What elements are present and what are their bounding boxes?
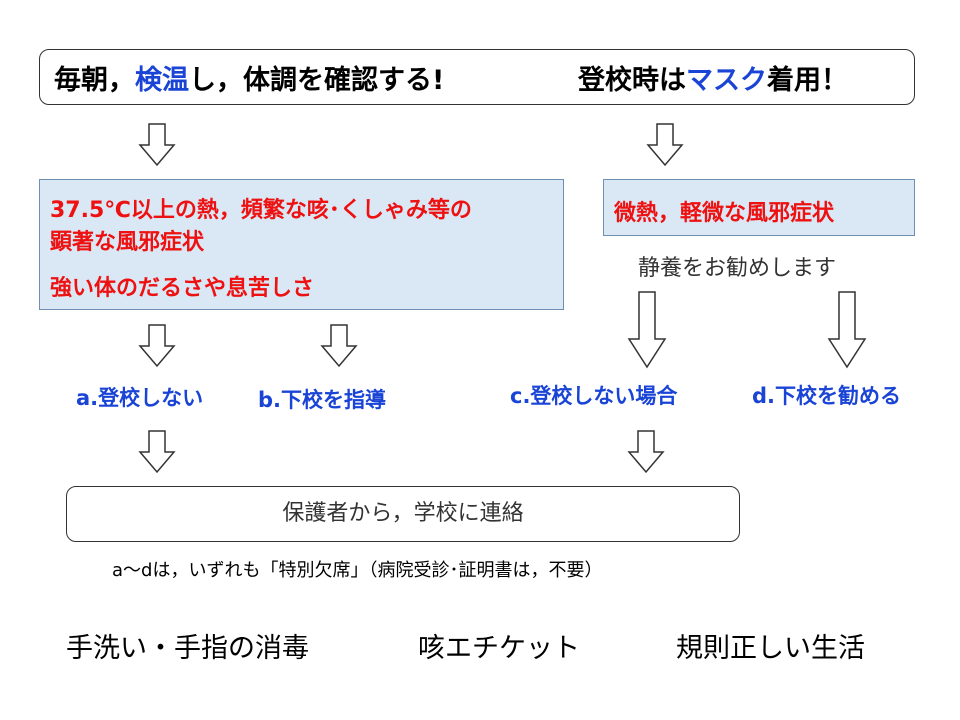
severe-symptom-line-1: 37.5℃以上の熱，頻繁な咳･くしゃみ等の bbox=[50, 198, 472, 223]
down-arrow-icon bbox=[138, 123, 176, 167]
reminder-hand-hygiene: 手洗い・手指の消毒 bbox=[66, 633, 309, 664]
header-text: 着用！ bbox=[767, 65, 848, 96]
option-b-label: b.下校を指導 bbox=[258, 388, 387, 412]
mild-symptoms-panel bbox=[603, 179, 915, 236]
severe-symptoms-panel bbox=[39, 179, 564, 310]
down-arrow-icon bbox=[627, 430, 665, 474]
option-c-label: c.登校しない場合 bbox=[510, 384, 678, 408]
severe-symptom-line-3: 強い体のだるさや息苦しさ bbox=[50, 276, 315, 301]
header-highlight-temp: 検温 bbox=[135, 65, 189, 96]
special-absence-note: a～dは，いずれも「特別欠席」（病院受診･証明書は，不要） bbox=[112, 560, 603, 581]
header-text: 毎朝， bbox=[54, 65, 135, 96]
header-text: 登校時は bbox=[578, 65, 686, 96]
down-arrow-icon bbox=[827, 291, 867, 369]
reminder-regular-life: 規則正しい生活 bbox=[676, 633, 865, 664]
header-highlight-mask: マスク bbox=[686, 65, 767, 96]
option-d-label: d.下校を勧める bbox=[752, 384, 902, 408]
mild-symptom-line: 微熱，軽微な風邪症状 bbox=[614, 201, 835, 226]
header-box bbox=[39, 49, 915, 105]
option-a-label: a.登校しない bbox=[76, 386, 204, 410]
reminder-cough-etiquette: 咳エチケット bbox=[418, 633, 580, 664]
down-arrow-icon bbox=[627, 291, 667, 369]
contact-text: 保護者から，学校に連絡 bbox=[282, 501, 524, 526]
header-instruction-2: 登校時はマスク着用！ bbox=[578, 58, 848, 97]
down-arrow-icon bbox=[320, 324, 358, 368]
contact-box bbox=[66, 486, 740, 542]
header-instruction-1: 毎朝，検温し，体調を確認する! bbox=[54, 58, 444, 97]
header-text: し，体調を確認する! bbox=[189, 65, 445, 96]
down-arrow-icon bbox=[138, 430, 176, 474]
down-arrow-icon bbox=[138, 324, 176, 368]
down-arrow-icon bbox=[646, 123, 684, 167]
rest-recommendation: 静養をお勧めします bbox=[638, 256, 837, 281]
severe-symptom-line-2: 顕著な風邪症状 bbox=[50, 230, 205, 255]
